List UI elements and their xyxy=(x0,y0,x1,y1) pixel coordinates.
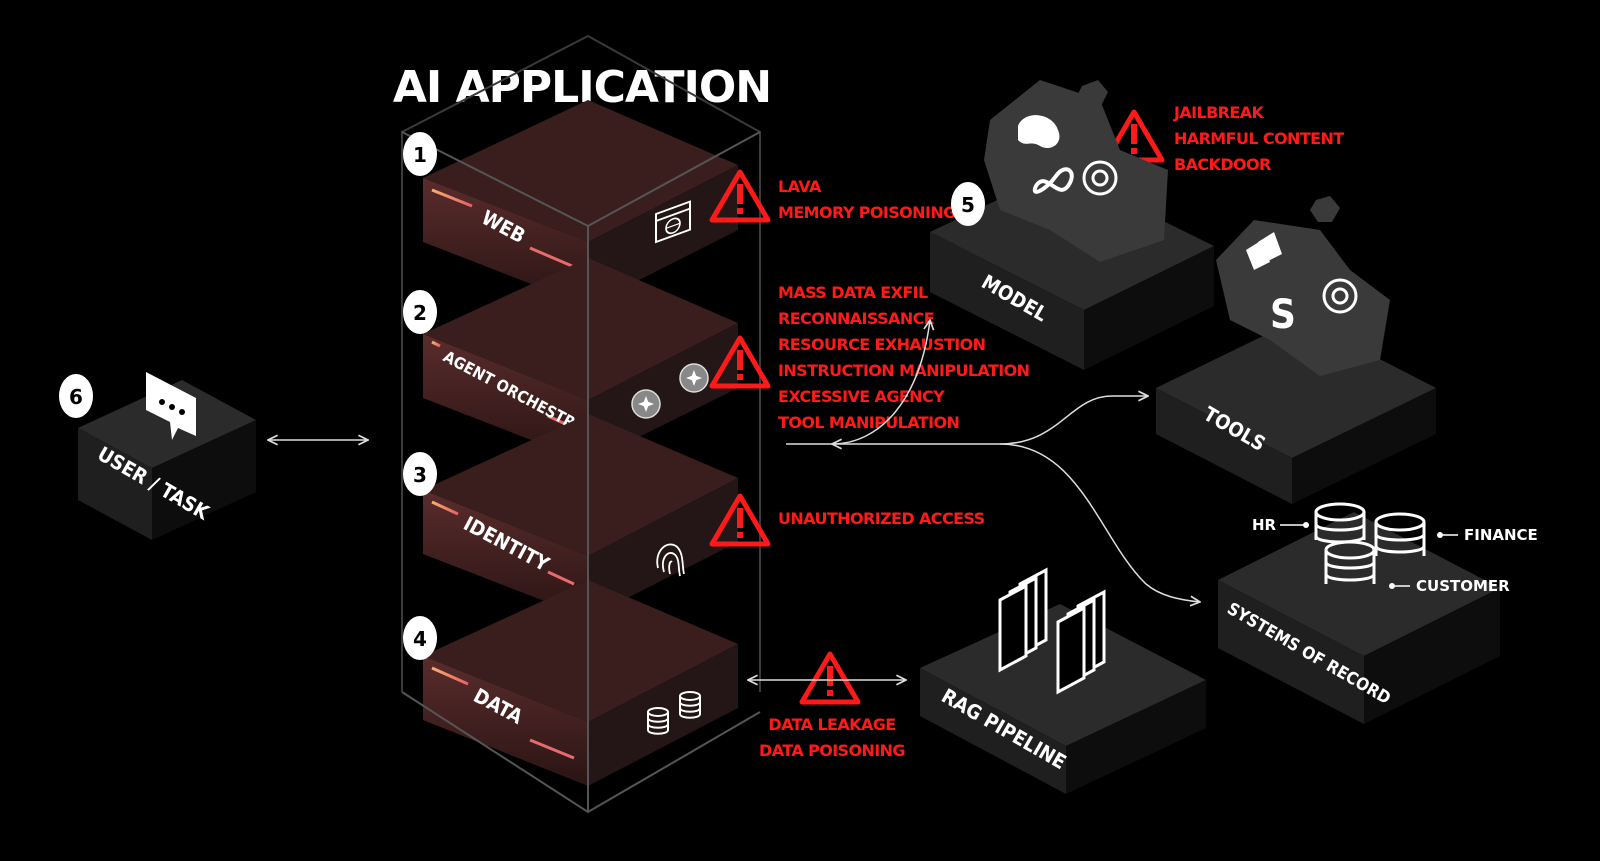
warning-icon xyxy=(799,651,861,705)
layer-identity[interactable]: IDENTITY xyxy=(423,414,738,618)
fingerprint-icon xyxy=(656,543,685,577)
document-stack-icon xyxy=(998,567,1106,695)
svg-text:1: 1 xyxy=(413,143,427,167)
source-label-finance: FINANCE xyxy=(1437,526,1538,544)
svg-text:TOOL MANIPULATION: TOOL MANIPULATION xyxy=(778,413,959,432)
svg-text:RESOURCE EXHAUSTION: RESOURCE EXHAUSTION xyxy=(778,335,985,354)
svg-text:INSTRUCTION MANIPULATION: INSTRUCTION MANIPULATION xyxy=(778,361,1029,380)
svg-text:RECONNAISSANCE: RECONNAISSANCE xyxy=(778,309,934,328)
threats-identity: UNAUTHORIZED ACCESS xyxy=(778,509,985,528)
source-label-hr: HR xyxy=(1252,516,1309,534)
user-task-block[interactable]: USER / TASK 6 xyxy=(59,372,256,540)
ai-application-tower: WEB AGENT ORCHESTRATOR xyxy=(401,34,761,814)
systems-of-record-block[interactable]: HR FINANCE CUSTOMER SYSTEMS OF RECORD xyxy=(1218,502,1538,724)
svg-text:4: 4 xyxy=(413,627,427,651)
threats-web: LAVA MEMORY POISONING xyxy=(778,177,956,222)
layer-number-badge: 2 xyxy=(403,290,437,334)
threats-data: DATA LEAKAGE DATA POISONING xyxy=(759,715,906,760)
layer-web[interactable]: WEB xyxy=(423,100,738,306)
step-number-badge: 6 xyxy=(59,374,93,418)
layer-number-badge: 1 xyxy=(403,132,437,176)
browser-globe-icon xyxy=(655,200,691,244)
threats-model: JAILBREAK HARMFUL CONTENT BACKDOOR xyxy=(1173,103,1345,174)
step-number-badge: 5 xyxy=(951,182,985,226)
rag-pipeline-block[interactable]: RAG PIPELINE xyxy=(920,567,1206,794)
layer-number-badge: 3 xyxy=(403,452,437,496)
svg-text:FINANCE: FINANCE xyxy=(1464,526,1538,544)
svg-text:DATA LEAKAGE: DATA LEAKAGE xyxy=(768,715,895,734)
jira-logo-icon xyxy=(1246,232,1282,270)
warning-icon xyxy=(709,335,771,389)
slack-s-logo-icon: S xyxy=(1270,292,1296,338)
svg-text:MEMORY POISONING: MEMORY POISONING xyxy=(778,203,956,222)
model-block[interactable]: MODEL 5 xyxy=(930,80,1214,370)
svg-text:MASS DATA EXFIL: MASS DATA EXFIL xyxy=(778,283,928,302)
svg-text:6: 6 xyxy=(69,385,83,409)
openai-logo-icon xyxy=(1322,278,1358,314)
infinity-logo-icon xyxy=(1032,167,1074,194)
svg-text:EXCESSIVE AGENCY: EXCESSIVE AGENCY xyxy=(778,387,945,406)
tools-block[interactable]: S TOOLS xyxy=(1156,196,1436,504)
database-cluster-icon xyxy=(1314,502,1426,584)
svg-text:DATA POISONING: DATA POISONING xyxy=(759,741,905,760)
svg-text:3: 3 xyxy=(413,463,427,487)
svg-text:UNAUTHORIZED ACCESS: UNAUTHORIZED ACCESS xyxy=(778,509,985,528)
layer-data[interactable]: DATA xyxy=(423,580,738,786)
chat-bubble-icon xyxy=(146,372,196,440)
layer-number-badge: 4 xyxy=(403,616,437,660)
svg-text:HR: HR xyxy=(1252,516,1277,534)
warning-icon xyxy=(709,169,771,223)
warning-icon xyxy=(709,493,771,547)
sparkle-coins-icon xyxy=(631,363,709,419)
svg-text:LAVA: LAVA xyxy=(778,177,822,196)
connector-arrows xyxy=(268,320,1200,680)
svg-text:HARMFUL CONTENT: HARMFUL CONTENT xyxy=(1174,129,1344,148)
svg-text:5: 5 xyxy=(961,193,975,217)
svg-text:2: 2 xyxy=(413,301,427,325)
whale-logo-icon xyxy=(1018,115,1060,149)
database-icon xyxy=(647,691,701,735)
openai-logo-icon xyxy=(1082,160,1118,196)
svg-text:JAILBREAK: JAILBREAK xyxy=(1173,103,1265,122)
source-label-customer: CUSTOMER xyxy=(1389,577,1510,595)
svg-text:BACKDOOR: BACKDOOR xyxy=(1174,155,1271,174)
svg-text:CUSTOMER: CUSTOMER xyxy=(1416,577,1510,595)
